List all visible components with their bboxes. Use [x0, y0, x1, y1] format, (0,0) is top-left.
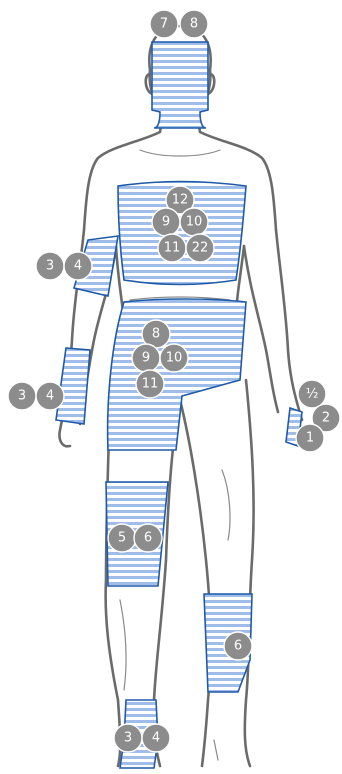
badge-chest-5: 22 [186, 234, 214, 262]
zone-forearm [56, 348, 90, 424]
svg-text:3: 3 [124, 731, 132, 746]
svg-text:4: 4 [74, 259, 82, 274]
svg-text:11: 11 [164, 241, 181, 256]
svg-text:3: 3 [46, 259, 54, 274]
badge-knee-1: 5 [108, 524, 136, 552]
svg-text:4: 4 [46, 389, 54, 404]
svg-text:3: 3 [18, 389, 26, 404]
badge-hip-4: 11 [136, 370, 164, 398]
zone-hip [108, 299, 246, 450]
svg-text:9: 9 [142, 351, 150, 366]
svg-text:6: 6 [234, 639, 242, 654]
zone-head [152, 42, 208, 128]
badge-forearm-2: 4 [36, 382, 64, 410]
badge-chest-4: 11 [158, 234, 186, 262]
badge-upper-arm-2: 4 [64, 252, 92, 280]
svg-text:10: 10 [186, 215, 203, 230]
badge-hand-1: ½ [298, 380, 326, 408]
badge-knee-2: 6 [134, 524, 162, 552]
svg-text:9: 9 [162, 215, 170, 230]
badge-ankle-2: 4 [142, 724, 170, 752]
svg-text:1: 1 [306, 431, 314, 446]
svg-text:8: 8 [152, 327, 160, 342]
svg-text:7: 7 [160, 17, 168, 32]
svg-text:2: 2 [322, 411, 330, 426]
treated-zones [56, 42, 302, 768]
svg-text:10: 10 [166, 351, 183, 366]
badge-hip-2: 9 [132, 344, 160, 372]
badge-hip-3: 10 [160, 344, 188, 372]
badge-chest-2: 9 [152, 208, 180, 236]
svg-text:8: 8 [190, 17, 198, 32]
badge-hand-3: 1 [296, 424, 324, 452]
badge-calf-1: 6 [224, 632, 252, 660]
svg-text:4: 4 [152, 731, 160, 746]
svg-text:6: 6 [144, 531, 152, 546]
badge-ankle-1: 3 [114, 724, 142, 752]
svg-text:11: 11 [142, 377, 159, 392]
badge-chest-3: 10 [180, 208, 208, 236]
badge-head-2: 8 [180, 10, 208, 38]
svg-text:5: 5 [118, 531, 126, 546]
svg-text:½: ½ [306, 387, 319, 402]
svg-text:22: 22 [192, 241, 209, 256]
badge-upper-arm-1: 3 [36, 252, 64, 280]
badge-forearm-1: 3 [8, 382, 36, 410]
badge-head-1: 7 [150, 10, 178, 38]
svg-text:12: 12 [172, 193, 189, 208]
